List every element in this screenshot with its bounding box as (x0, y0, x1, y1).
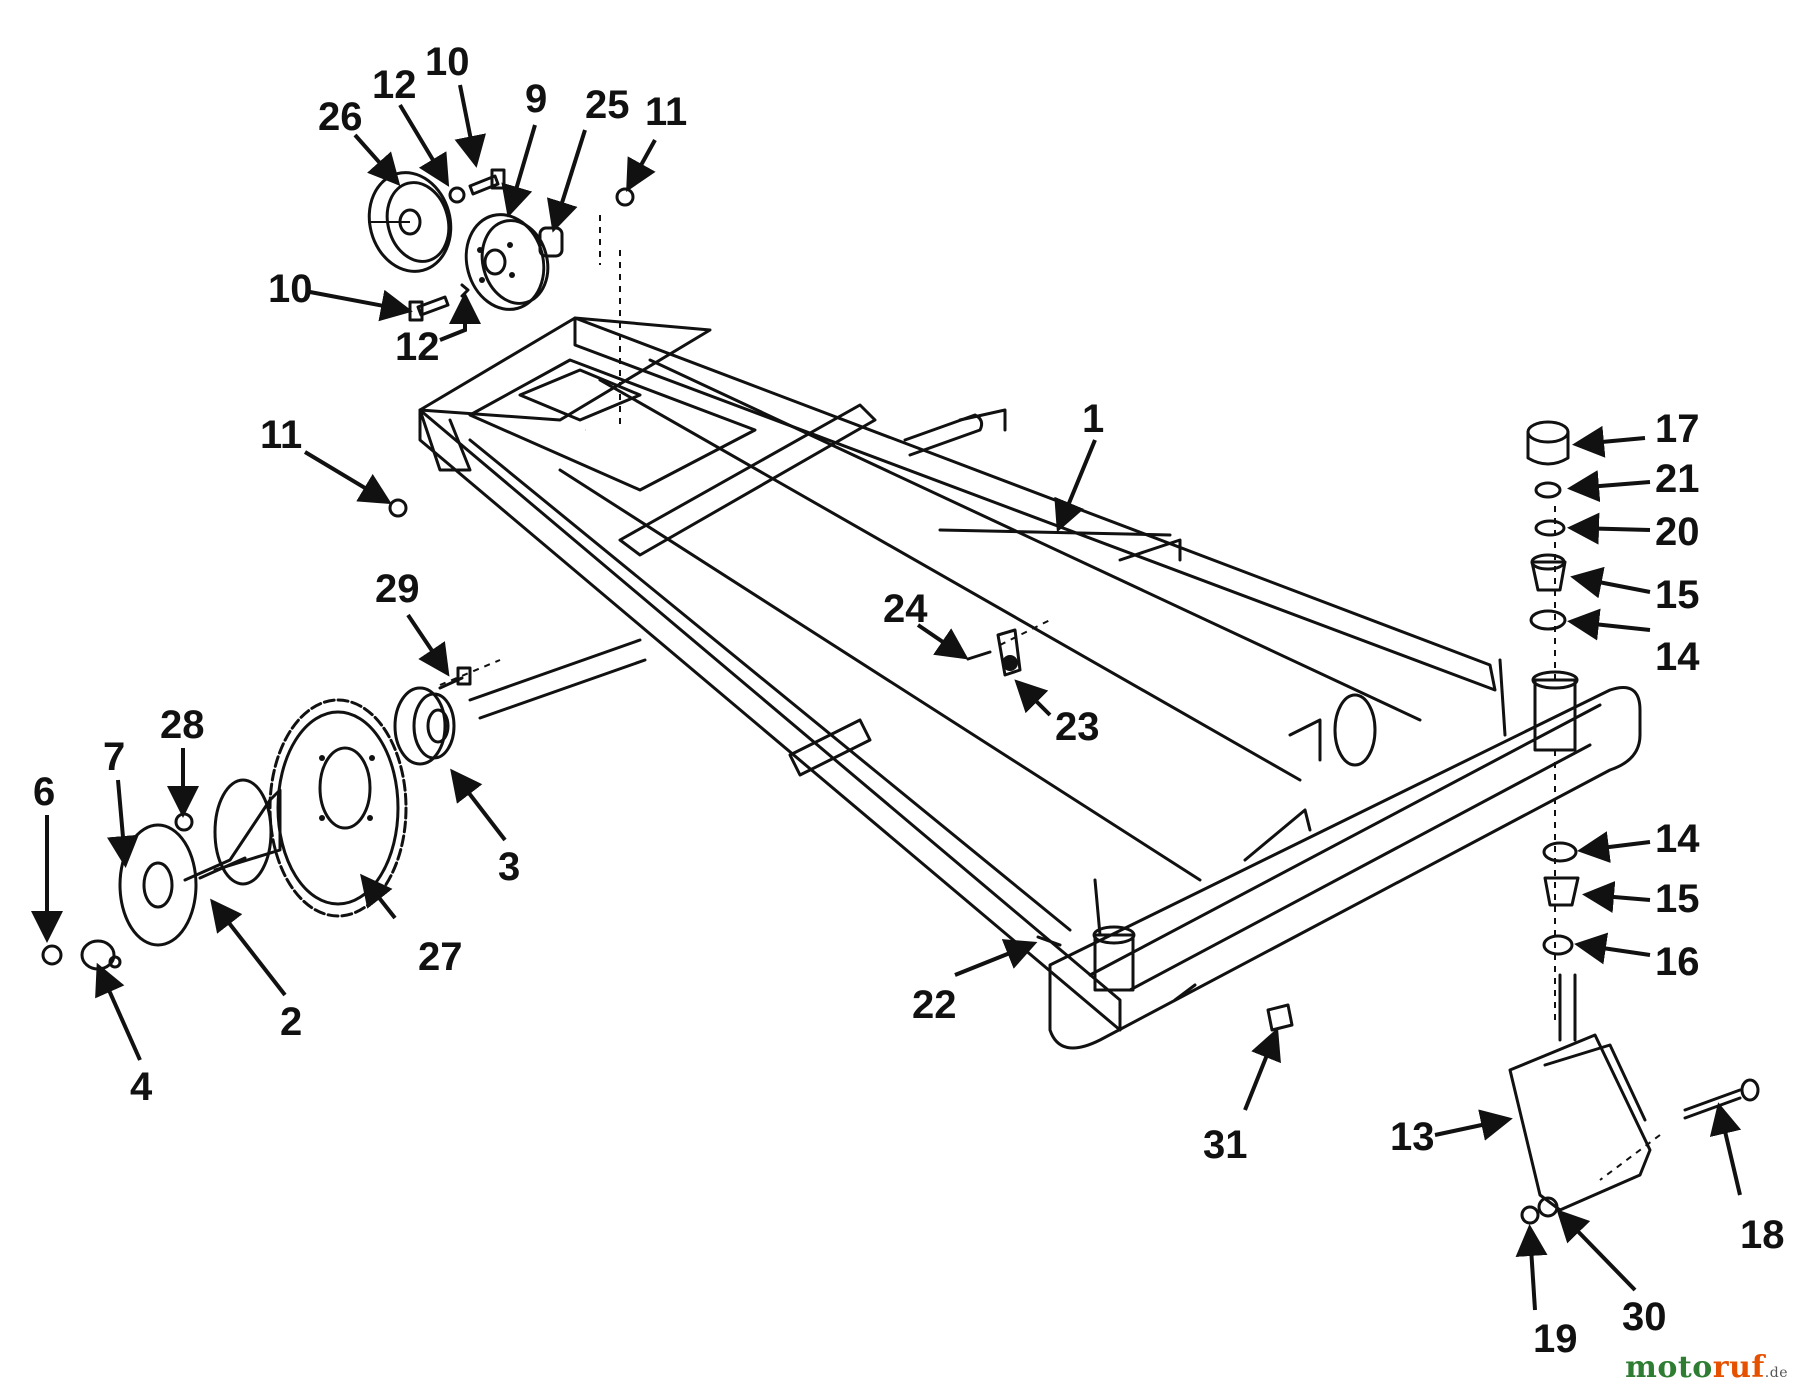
callout-11-top: 11 (645, 90, 687, 134)
washer-20 (1534, 519, 1566, 537)
bushing-4 (80, 939, 122, 971)
drive-pulley-9 (464, 213, 550, 311)
callout-17: 17 (1655, 407, 1700, 451)
callout-25: 25 (585, 83, 630, 127)
hub-2 (183, 778, 282, 886)
plug-31 (1266, 1003, 1294, 1032)
wheel-flange-7 (118, 823, 198, 947)
callout-28: 28 (160, 703, 205, 747)
washer-21 (1534, 481, 1562, 499)
leader-arrows (31, 84, 1742, 1311)
callout-22: 22 (912, 983, 957, 1027)
main-frame (418, 316, 1642, 1050)
motoruf-watermark-logo: motoruf.de (1625, 1350, 1788, 1385)
callout-7: 7 (103, 735, 125, 779)
washer-12-bottom (460, 283, 470, 298)
callout-10-top: 10 (425, 40, 470, 84)
idler-pulley-26 (367, 171, 453, 273)
callout-6: 6 (33, 770, 55, 814)
cone-bearing-15-top (1530, 553, 1567, 592)
callout-27: 27 (418, 935, 463, 979)
callout-16: 16 (1655, 940, 1700, 984)
washer-12-top (448, 186, 466, 204)
callout-9: 9 (525, 77, 547, 121)
nut-6 (41, 944, 63, 966)
callout-10-left: 10 (268, 267, 313, 311)
callout-11-left: 11 (260, 413, 302, 457)
fork-13 (1508, 973, 1652, 1212)
nut-11-left (388, 498, 408, 518)
callout-14-top: 14 (1655, 635, 1700, 679)
callout-20: 20 (1655, 510, 1700, 554)
callout-14-bottom: 14 (1655, 817, 1700, 861)
assembly-lines (439, 215, 1661, 1181)
callout-29: 29 (375, 567, 420, 611)
callout-23: 23 (1055, 705, 1100, 749)
callout-12-bottom: 12 (395, 325, 440, 369)
callout-21: 21 (1655, 457, 1700, 501)
nut-28 (174, 812, 194, 832)
callout-12-top: 12 (372, 63, 417, 107)
screw-24 (966, 650, 992, 661)
sprocket-27 (268, 698, 408, 918)
callout-3: 3 (498, 845, 520, 889)
spacer-25 (538, 226, 564, 258)
nut-19 (1520, 1205, 1540, 1225)
washer-30 (1537, 1196, 1559, 1218)
seal-16 (1542, 934, 1574, 956)
bracket-23 (996, 628, 1022, 677)
bolt-10-top (468, 168, 506, 196)
bolt-10-bottom (408, 295, 450, 322)
cup-14-bottom (1542, 841, 1578, 863)
callout-numbers: 1 2 3 4 6 7 9 10 10 11 11 12 12 13 14 14… (33, 40, 1785, 1361)
callout-24: 24 (883, 587, 928, 631)
cap-17 (1526, 420, 1570, 466)
callout-4: 4 (130, 1065, 153, 1109)
callout-19: 19 (1533, 1317, 1578, 1361)
callout-30: 30 (1622, 1295, 1667, 1339)
cup-14-top (1529, 609, 1567, 631)
callout-13: 13 (1390, 1115, 1435, 1159)
callout-15-bottom: 15 (1655, 877, 1700, 921)
callout-2: 2 (280, 1000, 302, 1044)
cone-bearing-15-bottom (1543, 876, 1580, 907)
watermark-suffix: .de (1764, 1365, 1788, 1381)
callout-31: 31 (1203, 1123, 1248, 1167)
bearing-3 (393, 686, 456, 766)
callout-26: 26 (318, 95, 363, 139)
callout-1: 1 (1082, 397, 1104, 441)
bolt-29 (438, 666, 472, 690)
watermark-brand-tail: ruf (1712, 1350, 1765, 1385)
screw-22 (1036, 935, 1062, 947)
watermark-brand-head: moto (1625, 1350, 1713, 1385)
nut-11-top (615, 187, 635, 207)
callout-15-top: 15 (1655, 573, 1700, 617)
callout-18: 18 (1740, 1213, 1785, 1257)
